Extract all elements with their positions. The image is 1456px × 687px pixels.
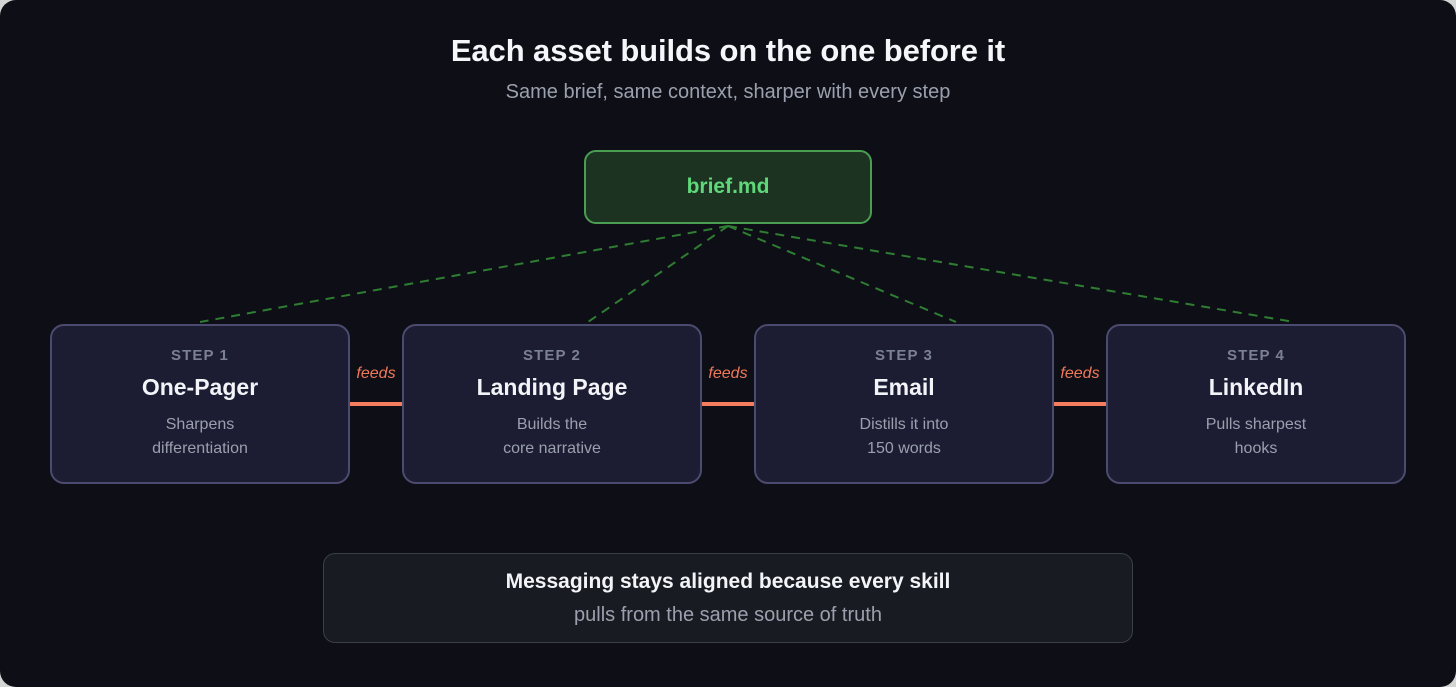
step-card-3[interactable]: STEP 3 Email Distills it into 150 words [754,324,1054,484]
source-node-brief[interactable]: brief.md [584,150,872,224]
source-node-label: brief.md [686,175,770,198]
step-card-1[interactable]: STEP 1 One-Pager Sharpens differentiatio… [50,324,350,484]
connector-line [702,402,754,406]
fan-line-step-4 [727,225,1295,323]
diagram-header: Each asset builds on the one before it S… [0,33,1456,104]
fan-line-step-1 [199,225,729,323]
connector-1-to-2: feeds [350,324,402,484]
step-title: Landing Page [476,374,628,401]
step-description: Sharpens differentiation [152,416,248,457]
fan-line-step-3 [727,225,957,323]
footer-subline: pulls from the same source of truth [574,604,882,627]
page-subtitle: Same brief, same context, sharper with e… [505,81,951,104]
connector-line [1054,402,1106,406]
connector-3-to-4: feeds [1054,324,1106,484]
step-title: LinkedIn [1208,374,1304,401]
step-card-4[interactable]: STEP 4 LinkedIn Pulls sharpest hooks [1106,324,1406,484]
connector-line [350,402,402,406]
page-title: Each asset builds on the one before it [450,33,1006,68]
step-title: One-Pager [141,374,259,401]
step-card-2[interactable]: STEP 2 Landing Page Builds the core narr… [402,324,702,484]
step-kicker: STEP 1 [170,347,230,365]
connector-label: feeds [708,365,748,382]
step-title: Email [873,374,935,401]
step-description: Builds the core narrative [503,416,601,457]
connector-2-to-3: feeds [702,324,754,484]
step-kicker: STEP 3 [874,347,934,365]
footer-headline: Messaging stays aligned because every sk… [505,569,951,593]
steps-row: STEP 1 One-Pager Sharpens differentiatio… [50,324,1406,484]
fan-line-step-2 [587,225,729,323]
connector-label: feeds [356,365,396,382]
step-kicker: STEP 4 [1226,347,1286,365]
step-kicker: STEP 2 [522,347,582,365]
step-description: Pulls sharpest hooks [1205,416,1307,457]
step-description: Distills it into 150 words [859,416,949,457]
connector-label: feeds [1060,365,1100,382]
footer-callout: Messaging stays aligned because every sk… [323,553,1133,643]
